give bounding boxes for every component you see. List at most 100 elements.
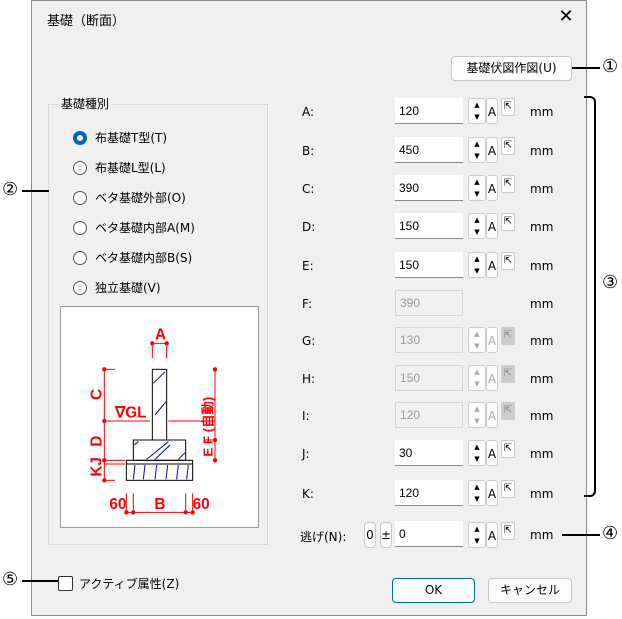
param-label: D: [302, 220, 316, 234]
callout-5: ⑤ [2, 569, 19, 590]
param-label: F: [302, 297, 313, 311]
param-pick-button[interactable]: ⇱ [501, 175, 515, 193]
cursor-icon: ⇱ [503, 255, 513, 266]
param-input[interactable] [395, 98, 463, 124]
nige-unit: mm [530, 528, 554, 542]
radio-foundation-type[interactable]: 布基礎T型(T) [73, 129, 167, 146]
cancel-button[interactable]: キャンセル [488, 578, 572, 603]
active-attr-checkbox[interactable]: アクティブ属性(Z) [58, 575, 179, 592]
callout-3: ③ [602, 272, 619, 293]
nige-zero-button[interactable]: 0 [364, 522, 376, 548]
nige-input[interactable] [395, 521, 463, 547]
param-pick-button[interactable]: ⇱ [501, 480, 515, 498]
label-d: D [89, 436, 106, 447]
cursor-icon: ⇱ [503, 443, 513, 454]
param-pick-button[interactable]: ⇱ [501, 252, 515, 270]
param-pick-button[interactable]: ⇱ [501, 98, 515, 116]
param-spinner: ▲▼ [468, 365, 486, 391]
param-auto-button[interactable]: A [486, 252, 498, 278]
radio-foundation-type[interactable]: 独立基礎(V) [73, 279, 161, 296]
param-input[interactable] [395, 480, 463, 506]
param-auto-button: A [486, 327, 498, 353]
param-label: G: [302, 334, 316, 348]
param-pick-button: ⇱ [501, 365, 515, 383]
param-unit: mm [530, 144, 554, 158]
hatching [132, 371, 189, 480]
param-pick-button[interactable]: ⇱ [501, 213, 515, 231]
param-auto-button[interactable]: A [486, 480, 498, 506]
foundation-plan-button[interactable]: 基礎伏図作図(U) [451, 56, 572, 81]
param-input[interactable] [395, 213, 463, 239]
cursor-icon: ⇱ [503, 405, 513, 416]
radio-circle[interactable] [73, 250, 87, 265]
param-unit: mm [530, 297, 554, 311]
checkbox-box[interactable] [58, 576, 73, 591]
ok-button[interactable]: OK [392, 578, 475, 603]
param-auto-button[interactable]: A [486, 175, 498, 201]
label-a: A [155, 326, 166, 343]
param-spinner[interactable]: ▲▼ [468, 213, 486, 239]
param-input[interactable] [395, 137, 463, 163]
radio-foundation-type[interactable]: ベタ基礎内部A(M) [73, 219, 195, 236]
callout-1-line [572, 67, 600, 69]
radio-circle[interactable] [73, 280, 87, 295]
radio-foundation-type[interactable]: ベタ基礎外部(O) [73, 189, 186, 206]
radio-circle[interactable] [73, 160, 87, 175]
radio-circle[interactable] [73, 220, 87, 235]
callout-3-bracket [584, 96, 596, 497]
param-unit: mm [530, 105, 554, 119]
nige-pick-button[interactable]: ⇱ [501, 522, 515, 540]
base-shape [125, 459, 194, 481]
param-label: A: [302, 105, 315, 119]
param-unit: mm [530, 447, 554, 461]
param-unit: mm [530, 182, 554, 196]
cursor-icon: ⇱ [503, 101, 513, 112]
param-auto-button[interactable]: A [486, 213, 498, 239]
param-pick-button[interactable]: ⇱ [501, 137, 515, 155]
label-kj: KJ [89, 457, 106, 477]
radio-circle[interactable] [73, 190, 87, 205]
param-auto-button: A [486, 365, 498, 391]
cursor-icon: ⇱ [503, 330, 513, 341]
param-auto-button[interactable]: A [486, 98, 498, 124]
nige-spinner[interactable]: ▲▼ [468, 522, 486, 548]
param-spinner[interactable]: ▲▼ [468, 98, 486, 124]
param-input[interactable] [395, 252, 463, 278]
param-pick-button: ⇱ [501, 327, 515, 345]
param-unit: mm [530, 259, 554, 273]
param-input[interactable] [395, 440, 463, 466]
param-label: K: [302, 487, 314, 501]
foundation-type-group [48, 104, 268, 545]
radio-label: ベタ基礎内部B(S) [95, 251, 193, 265]
param-spinner[interactable]: ▲▼ [468, 440, 486, 466]
param-spinner[interactable]: ▲▼ [468, 252, 486, 278]
nige-plusminus-button[interactable]: ± [380, 522, 392, 548]
param-pick-button[interactable]: ⇱ [501, 440, 515, 458]
param-spinner[interactable]: ▲▼ [468, 175, 486, 201]
radio-foundation-type[interactable]: ベタ基礎内部B(S) [73, 249, 192, 266]
param-label: H: [302, 372, 316, 386]
param-unit: mm [530, 487, 554, 501]
cursor-icon: ⇱ [503, 140, 513, 151]
cursor-icon: ⇱ [503, 178, 513, 189]
label-right-60: 60 [193, 496, 210, 513]
param-auto-button[interactable]: A [486, 137, 498, 163]
param-input [395, 327, 463, 353]
nige-auto-button[interactable]: A [486, 522, 498, 548]
label-gl: ∇GL [114, 404, 147, 421]
param-auto-button[interactable]: A [486, 440, 498, 466]
param-label: E: [302, 259, 314, 273]
nige-label: 逃げ(N): [300, 530, 347, 544]
param-input[interactable] [395, 175, 463, 201]
radio-circle[interactable] [73, 130, 87, 145]
param-spinner[interactable]: ▲▼ [468, 137, 486, 163]
param-unit: mm [530, 372, 554, 386]
cursor-icon: ⇱ [503, 368, 513, 379]
param-spinner[interactable]: ▲▼ [468, 480, 486, 506]
radio-foundation-type[interactable]: 布基礎L型(L) [73, 159, 166, 176]
wall-shape [151, 368, 168, 441]
callout-2: ② [2, 179, 19, 200]
radio-label: 独立基礎(V) [95, 281, 161, 295]
param-input [395, 402, 463, 428]
close-button[interactable]: ✕ [558, 6, 574, 27]
